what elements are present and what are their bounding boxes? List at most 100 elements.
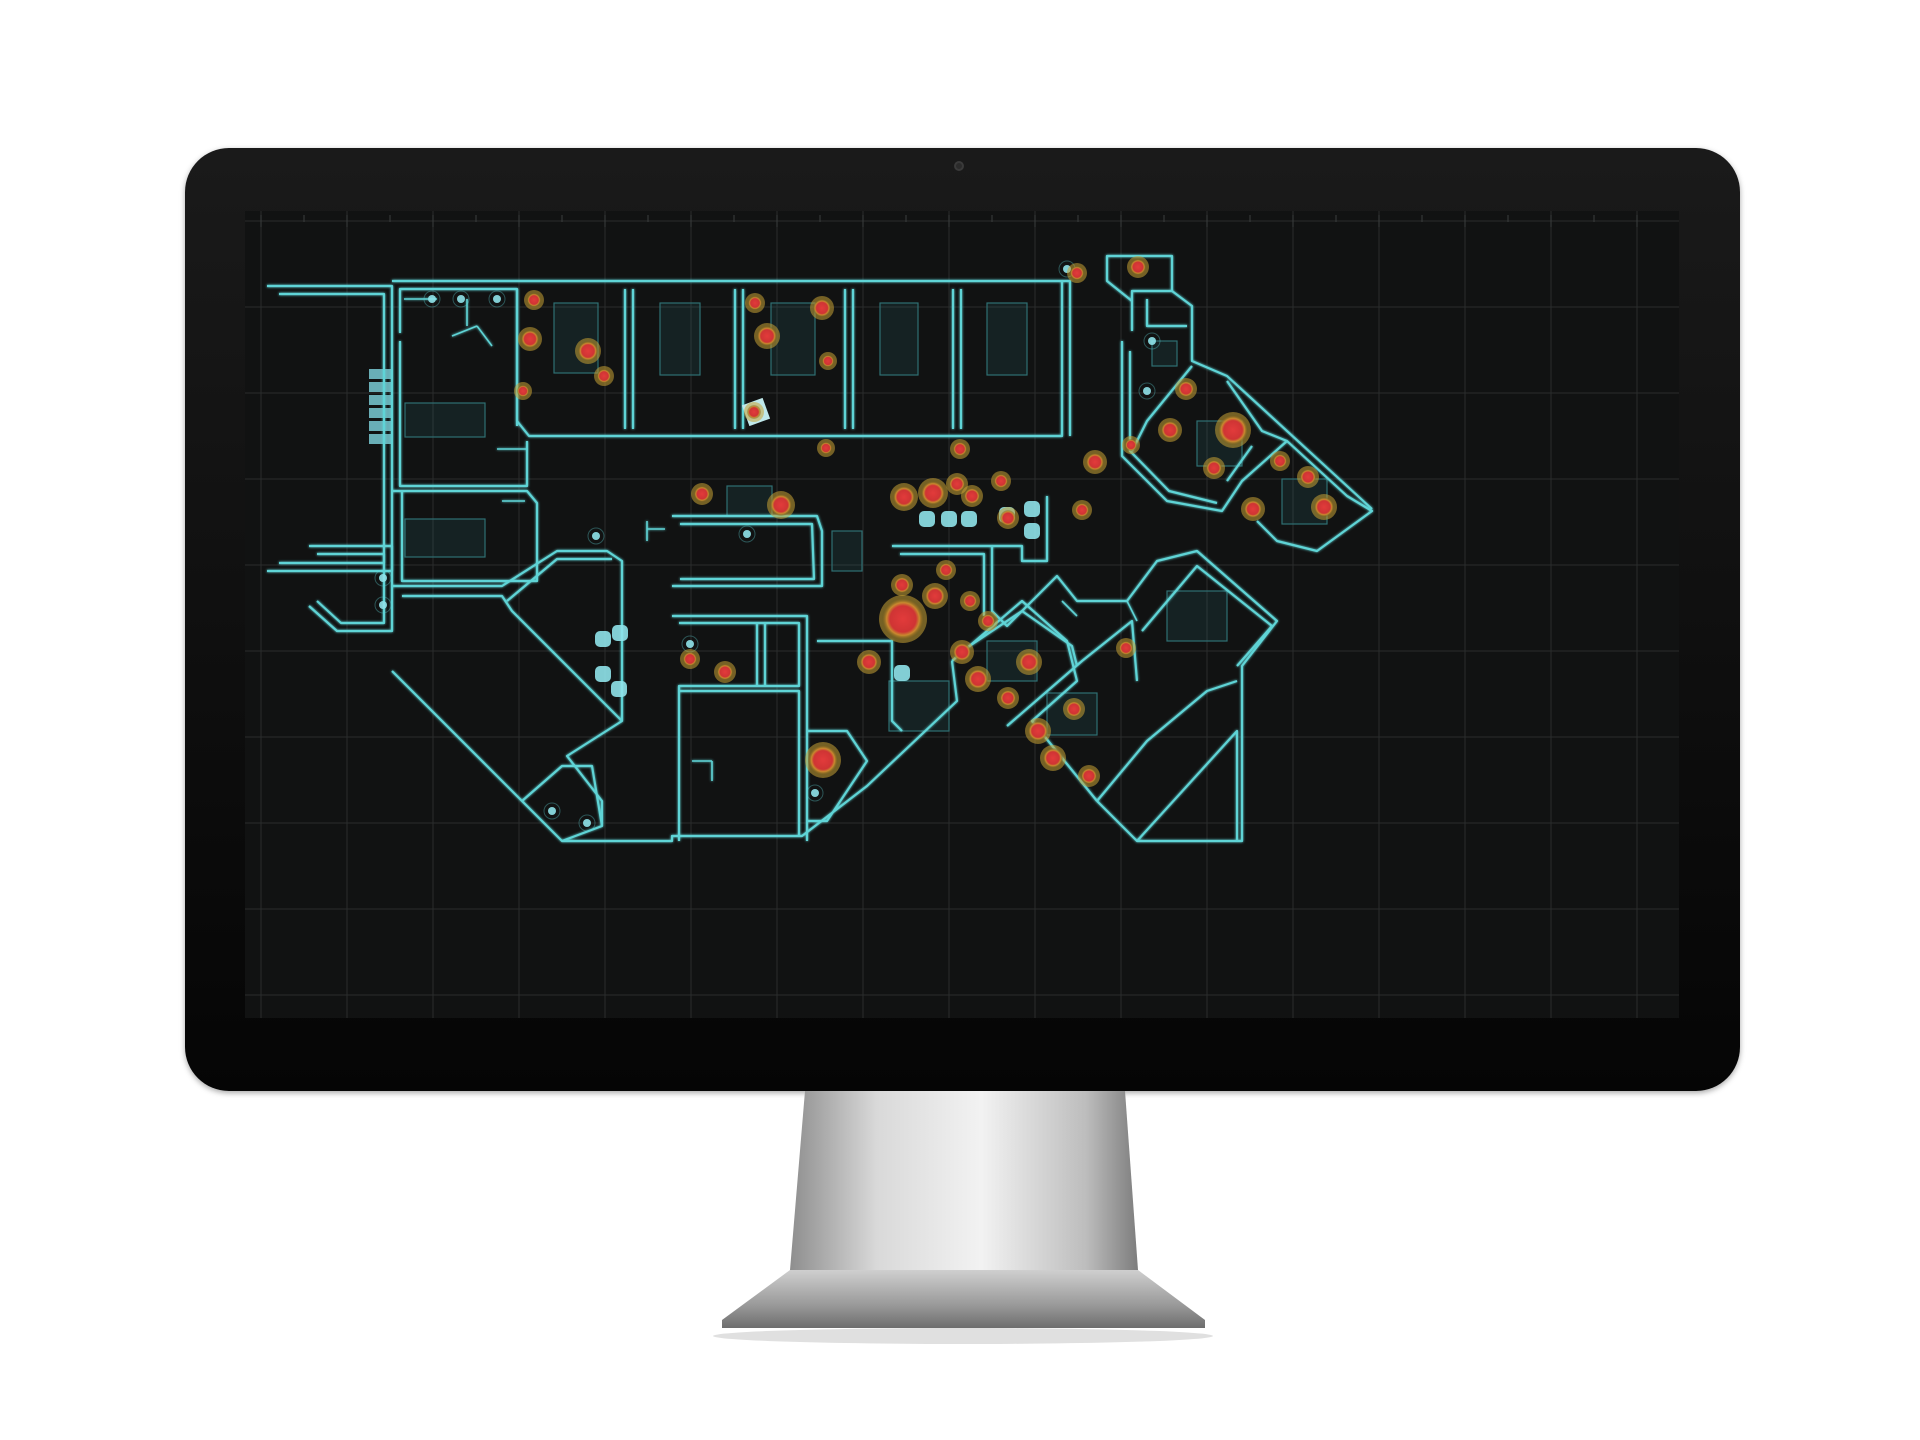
hotspot-marker-icon[interactable] <box>963 594 977 608</box>
sensor-device-icon <box>379 601 387 609</box>
sensor-device-ring <box>1138 382 1156 400</box>
hotspot-marker-icon[interactable] <box>1125 439 1137 451</box>
bed-furniture <box>404 402 486 438</box>
chair-icon <box>919 511 935 527</box>
chair-icon <box>941 511 957 527</box>
hotspot-marker-icon[interactable] <box>1066 701 1082 717</box>
sensor-device-ring <box>488 290 506 308</box>
hotspot-marker-icon[interactable] <box>748 296 762 310</box>
wall-segment <box>521 764 604 827</box>
hotspot-marker-icon[interactable] <box>1300 469 1316 485</box>
wall-segment <box>680 522 816 581</box>
wall-stub <box>1061 600 1078 617</box>
wall-segment <box>1120 341 1374 553</box>
hotspot-marker-icon[interactable] <box>820 442 832 454</box>
wall-segment <box>308 544 394 633</box>
wall-segment <box>316 552 386 625</box>
sensor-device-icon <box>811 789 819 797</box>
bed-furniture <box>888 680 950 732</box>
wall-segment <box>392 279 1064 438</box>
bed-furniture <box>726 485 773 517</box>
hotspot-marker-icon[interactable] <box>1043 748 1063 768</box>
hotspot-marker-icon[interactable] <box>1086 453 1104 471</box>
bench-segment <box>369 408 391 418</box>
hotspot-marker-icon[interactable] <box>808 745 838 775</box>
hotspot-marker-icon[interactable] <box>893 486 915 508</box>
bench-segment <box>369 369 391 379</box>
hotspot-marker-icon[interactable] <box>953 643 971 661</box>
bed-furniture <box>831 530 863 572</box>
hotspot-marker-icon[interactable] <box>757 326 777 346</box>
wall-segment <box>679 689 801 836</box>
wall-segment <box>1128 351 1218 505</box>
hotspot-marker-icon[interactable] <box>1075 503 1089 517</box>
hotspot-marker-icon[interactable] <box>1000 510 1016 526</box>
wall-segment <box>1062 279 1072 436</box>
hotspot-marker-icon[interactable] <box>981 614 995 628</box>
hotspot-marker-icon[interactable] <box>1000 690 1016 706</box>
hotspot-marker-icon[interactable] <box>921 481 945 505</box>
wall-segment <box>1141 564 1274 667</box>
bed-furniture <box>404 518 486 558</box>
hotspot-marker-icon[interactable] <box>1081 768 1097 784</box>
wall-segment <box>279 292 386 565</box>
hotspot-marker-icon[interactable] <box>597 369 611 383</box>
hotspot-marker-icon[interactable] <box>1273 454 1287 468</box>
hotspot-marker-icon[interactable] <box>1218 415 1248 445</box>
wall-segment <box>267 284 394 573</box>
sensor-device-ring <box>1143 332 1161 350</box>
chair-icon <box>595 666 611 682</box>
sensor-device-icon <box>379 574 387 582</box>
hotspot-marker-icon[interactable] <box>517 385 529 397</box>
floor-plan-canvas[interactable] <box>245 211 1679 1018</box>
sensor-device-ring <box>423 290 441 308</box>
hotspot-marker-icon[interactable] <box>860 653 878 671</box>
hotspot-marker-icon[interactable] <box>964 488 980 504</box>
hotspot-marker-icon[interactable] <box>683 652 697 666</box>
bed-furniture <box>1151 340 1178 367</box>
hotspot-marker-icon[interactable] <box>1314 497 1334 517</box>
chair-icon <box>612 625 628 641</box>
hotspot-marker-icon[interactable] <box>1161 421 1179 439</box>
hotspot-marker-icon[interactable] <box>813 299 831 317</box>
hotspot-marker-icon[interactable] <box>747 405 761 419</box>
floor-plan-screen[interactable] <box>245 211 1679 1018</box>
hotspot-marker-icon[interactable] <box>882 598 924 640</box>
webcam-icon <box>954 161 964 171</box>
hotspot-marker-icon[interactable] <box>939 563 953 577</box>
hotspot-marker-icon[interactable] <box>1019 652 1039 672</box>
sensor-device-ring <box>452 290 470 308</box>
hotspot-marker-icon[interactable] <box>578 341 598 361</box>
sensor-device-icon <box>583 819 591 827</box>
sensor-device-ring <box>578 814 596 832</box>
sensor-device-icon <box>1143 387 1151 395</box>
hotspot-marker-icon[interactable] <box>717 664 733 680</box>
sensor-device-icon <box>743 530 751 538</box>
wall-stub <box>476 325 493 347</box>
hotspot-marker-icon[interactable] <box>770 494 792 516</box>
hotspot-marker-icon[interactable] <box>1028 721 1048 741</box>
wall-segment <box>1226 380 1288 443</box>
hotspots-layer[interactable] <box>514 256 1337 787</box>
hotspot-marker-icon[interactable] <box>1119 641 1133 655</box>
wall-segment <box>391 549 624 843</box>
hotspot-marker-icon[interactable] <box>1244 500 1262 518</box>
hotspot-marker-icon[interactable] <box>694 486 710 502</box>
hotspot-marker-icon[interactable] <box>1070 266 1084 280</box>
wall-segment <box>992 496 1049 563</box>
hotspot-marker-icon[interactable] <box>1130 259 1146 275</box>
hotspot-marker-icon[interactable] <box>1206 460 1222 476</box>
hotspot-marker-icon[interactable] <box>894 577 910 593</box>
hotspot-marker-icon[interactable] <box>968 669 988 689</box>
sensor-device-ring <box>806 784 824 802</box>
hotspot-marker-icon[interactable] <box>949 476 965 492</box>
hotspot-marker-icon[interactable] <box>822 355 834 367</box>
hotspot-marker-icon[interactable] <box>925 586 945 606</box>
bed-furniture <box>879 302 919 376</box>
hotspot-marker-icon[interactable] <box>953 442 967 456</box>
hotspot-marker-icon[interactable] <box>1178 381 1194 397</box>
hotspot-marker-icon[interactable] <box>527 293 541 307</box>
hotspot-marker-icon[interactable] <box>521 330 539 348</box>
hotspot-marker-icon[interactable] <box>994 474 1008 488</box>
bed-furniture <box>986 302 1028 376</box>
